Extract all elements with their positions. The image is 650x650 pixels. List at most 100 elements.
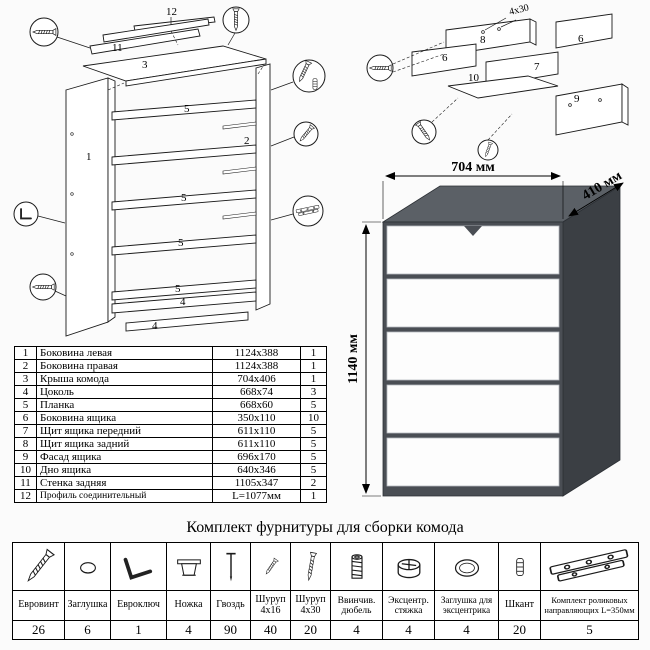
table-row: 4 Цоколь 668x74 3 (14, 385, 327, 399)
hardware-icon-cell (330, 542, 383, 591)
part-size-cell: 668x74 (212, 385, 301, 399)
part-name-cell: Крыша комода (36, 372, 213, 386)
part-qty-cell: 2 (300, 476, 327, 490)
table-row: 6 Боковина ящика 350x110 10 (14, 411, 327, 425)
part-size-cell: 668x60 (212, 398, 301, 412)
part-name-cell: Боковина ящика (36, 411, 213, 425)
hardware-name-cell: Комплект роликовых направляющих L=350мм (540, 590, 639, 621)
dresser-drawers (386, 225, 560, 487)
table-row: 1 Боковина левая 1124x388 1 (14, 346, 327, 360)
part-num-cell: 8 (14, 437, 37, 451)
part-num-cell: 2 (14, 359, 37, 373)
part-num-cell: 4 (14, 385, 37, 399)
hardware-icon-cell (434, 542, 499, 591)
drawer-handle-notch (464, 226, 482, 236)
parts-table: 1 Боковина левая 1124x388 1 2 Боковина п… (14, 346, 327, 503)
rail (111, 189, 257, 211)
part-callout-label: 5 (178, 237, 184, 249)
part-name-cell: Цоколь (36, 385, 213, 399)
hardware-qty-cell: 1 (110, 620, 167, 640)
note-arrows (484, 17, 517, 31)
part-num-cell: 7 (14, 424, 37, 438)
hardware-icon-cell (210, 542, 251, 591)
part-size-cell: 611x110 (212, 424, 301, 438)
rail (111, 234, 257, 256)
part-num-cell: 5 (14, 398, 37, 412)
cabinet-parts (65, 16, 271, 337)
hardware-icon-cell (540, 542, 639, 591)
hardware-name-cell: Евровинт (12, 590, 65, 621)
hardware-qty-cell: 26 (12, 620, 65, 640)
part-callout-label: 6 (442, 52, 448, 64)
table-row: 3 Крыша комода 704x406 1 (14, 372, 327, 386)
hardware-qty-cell: 5 (540, 620, 639, 640)
hardware-icon-cell (12, 542, 65, 591)
hardware-icons-row (12, 542, 639, 591)
part-callout-label: 1 (86, 151, 92, 163)
table-row: 2 Боковина правая 1124x388 1 (14, 359, 327, 373)
hardware-name-cell: Заглушка (64, 590, 111, 621)
euro-screw-icon (23, 548, 55, 584)
plinth (111, 291, 257, 314)
right-side-panel (255, 63, 271, 311)
part-qty-cell: 5 (300, 398, 327, 412)
hardware-name-cell: Ножка (166, 590, 211, 621)
part-name-cell: Профиль соединительный (36, 489, 213, 503)
hardware-name-cell: Евроключ (110, 590, 167, 621)
part-callout-label: 11 (112, 42, 123, 54)
part-size-cell: 350x110 (212, 411, 301, 425)
screw-holes (481, 27, 602, 107)
top-panel-edge (125, 58, 267, 87)
cabinet-exploded-diagram: 12 11 3 1 2 5 5 5 5 4 4 (13, 6, 326, 337)
hardware-icon-cell (498, 542, 541, 591)
part-qty-cell: 5 (300, 450, 327, 464)
part-size-cell: 1124x388 (212, 346, 301, 360)
fastener-callout-circles (13, 6, 326, 301)
assembly-guide-lines (392, 41, 513, 141)
part-num-cell: 12 (14, 489, 37, 503)
hardware-qty-cell: 4 (330, 620, 383, 640)
part-callout-label: 5 (175, 283, 181, 295)
hardware-qty-cell: 4 (382, 620, 435, 640)
hardware-qty-cell: 4 (166, 620, 211, 640)
hardware-name-cell: Шуруп 4x30 (290, 590, 331, 621)
part-name-cell: Щит ящика передний (36, 424, 213, 438)
left-side-panel (65, 77, 109, 337)
drawer-parts (411, 13, 629, 136)
drawer-back-panel-edge (529, 18, 537, 46)
table-row: 12 Профиль соединительный L=1077мм 1 (14, 489, 327, 503)
hardware-icon-cell (166, 542, 211, 591)
part-num-cell: 6 (14, 411, 37, 425)
part-qty-cell: 1 (300, 372, 327, 386)
part-qty-cell: 10 (300, 411, 327, 425)
hardware-names-row: Евровинт Заглушка Евроключ Ножка Гвоздь … (12, 590, 639, 621)
assembly-guide-lines (107, 30, 265, 91)
drawer-bottom-panel (447, 75, 559, 99)
hardware-table: Евровинт Заглушка Евроключ Ножка Гвоздь … (12, 542, 639, 640)
part-qty-cell: 1 (300, 359, 327, 373)
dresser-render: 704 мм 410 мм 1140 мм (348, 160, 625, 497)
hardware-qty-cell: 90 (210, 620, 251, 640)
hardware-qty-cell: 4 (434, 620, 499, 640)
drawer-front (386, 437, 560, 487)
drawer-front (386, 331, 560, 381)
part-callout-label: 12 (166, 6, 177, 18)
hardware-icon-cell (64, 542, 111, 591)
part-callout-label: 5 (181, 192, 187, 204)
rail (111, 279, 257, 301)
rail (111, 144, 257, 166)
part-qty-cell: 1 (300, 489, 327, 503)
part-qty-cell: 5 (300, 463, 327, 477)
part-size-cell: 704x406 (212, 372, 301, 386)
drawer-runner (222, 121, 257, 130)
table-row: 9 Фасад ящика 696x170 5 (14, 450, 327, 464)
hardware-kit-title: Комплект фурнитуры для сборки комода (186, 519, 464, 536)
part-name-cell: Боковина левая (36, 346, 213, 360)
drawer-exploded-diagram: 8 6 6 7 10 9 4x30 (366, 2, 629, 161)
height-dimension-label: 1140 мм (348, 334, 361, 384)
part-name-cell: Планка (36, 398, 213, 412)
hardware-icon-cell (290, 542, 331, 591)
part-size-cell: 1105x347 (212, 476, 301, 490)
table-row: 11 Стенка задняя 1105x347 2 (14, 476, 327, 490)
